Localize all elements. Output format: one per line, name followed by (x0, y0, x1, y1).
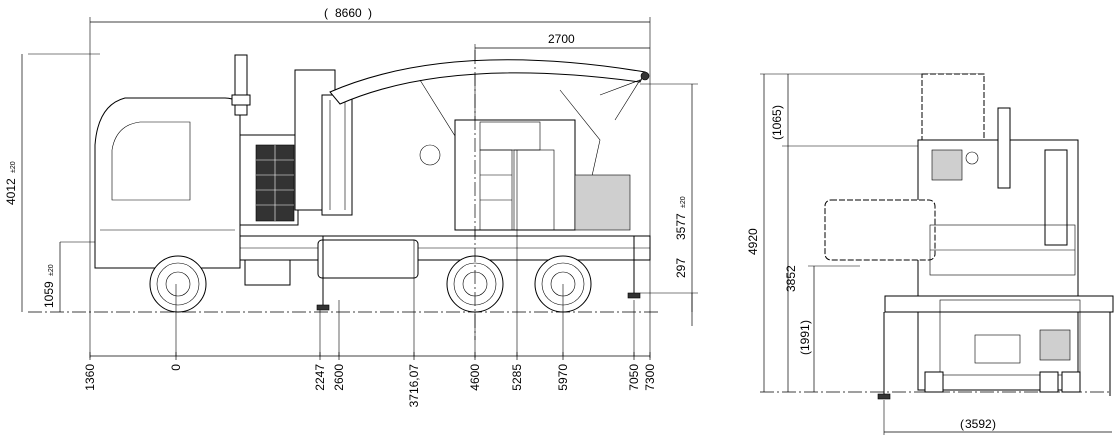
paren-close: ) (368, 6, 372, 20)
dim-overall-length: 8660 (335, 6, 362, 20)
paren-1991-close: ) (798, 320, 812, 324)
position-label: 7300 (643, 364, 657, 391)
chipper-panel-2 (513, 149, 555, 231)
dim-rear-height-low: 1991 (798, 324, 812, 351)
rear-lower-frame (939, 299, 1081, 376)
rear-control-box (931, 149, 963, 181)
fuel-tank (317, 239, 419, 279)
rear-tyre-left (924, 371, 944, 393)
crane-column (321, 94, 353, 216)
battery-box (244, 259, 291, 286)
rear-view: 4920 ( 1065 ) 3852 ( 1991 ) ( 3592 ) (746, 73, 1114, 435)
rear-left-foot (877, 393, 891, 400)
position-label: 4600 (468, 364, 482, 391)
paren-open: ( (324, 6, 328, 20)
chipper-panel (479, 149, 513, 231)
side-view: 8660 ( ) 2700 4012 ±20 1059 ±20 3577 ±20 (4, 6, 698, 407)
front-wheel (149, 255, 207, 313)
boom-tip-pivot (640, 71, 650, 81)
rear-tyre-right (1039, 371, 1059, 393)
dim-height-frame-tol: ±20 (48, 264, 55, 276)
position-label: 5970 (556, 364, 570, 391)
chipper-housing (454, 119, 576, 231)
dim-crane-reach: 2700 (548, 32, 575, 46)
rear-hydraulic-column (997, 107, 1011, 189)
rear-outrigger-foot (627, 292, 641, 299)
dim-height-machine-tol: ±20 (680, 196, 687, 208)
exhaust-cap (231, 94, 251, 106)
dim-height-outrigger: 297 (674, 258, 688, 278)
rear-plate (974, 334, 1021, 364)
paren-3592-open: ( (960, 417, 964, 431)
rear-tyre-right-2 (1061, 371, 1081, 393)
rear-lamp (1039, 329, 1071, 361)
exhaust-stack (234, 54, 248, 116)
crane-boom (329, 59, 646, 105)
dim-rear-height-total: 4920 (746, 228, 760, 255)
dim-rear-height-body: 3852 (784, 265, 798, 292)
rear-gauge (965, 151, 979, 165)
dim-height-total: 4012 (4, 178, 18, 205)
power-unit (574, 174, 631, 231)
dim-height-frame: 1059 (42, 281, 56, 308)
position-label: 2247 (313, 364, 327, 391)
rear-crane-post (1044, 149, 1068, 246)
paren-1991-open: ( (798, 351, 812, 355)
crane-tip (599, 79, 641, 121)
rear-top-box (921, 73, 985, 147)
grapple-rotator (419, 144, 441, 166)
dim-rear-width: 3592 (965, 417, 992, 431)
paren-1065-close: ) (770, 105, 784, 109)
dim-height-machine: 3577 (674, 213, 688, 240)
paren-1065-open: ( (770, 136, 784, 140)
position-label: 7050 (627, 364, 641, 391)
position-label: 0 (169, 364, 183, 371)
rear-side-bin (824, 199, 936, 261)
position-label: 2600 (332, 364, 346, 391)
grille-lines (256, 145, 294, 221)
cab-window (111, 121, 191, 201)
position-label: 1360 (83, 364, 97, 391)
front-outrigger-foot (316, 304, 330, 311)
dim-rear-height-top: 1065 (770, 109, 784, 136)
position-label: 5285 (510, 364, 524, 391)
rear-outrigger-beam (884, 295, 1114, 313)
dim-height-total-tol: ±20 (10, 161, 17, 173)
truck-cab (94, 97, 241, 269)
paren-3592-close: ) (992, 417, 996, 431)
position-label: 3716,07 (407, 364, 421, 408)
